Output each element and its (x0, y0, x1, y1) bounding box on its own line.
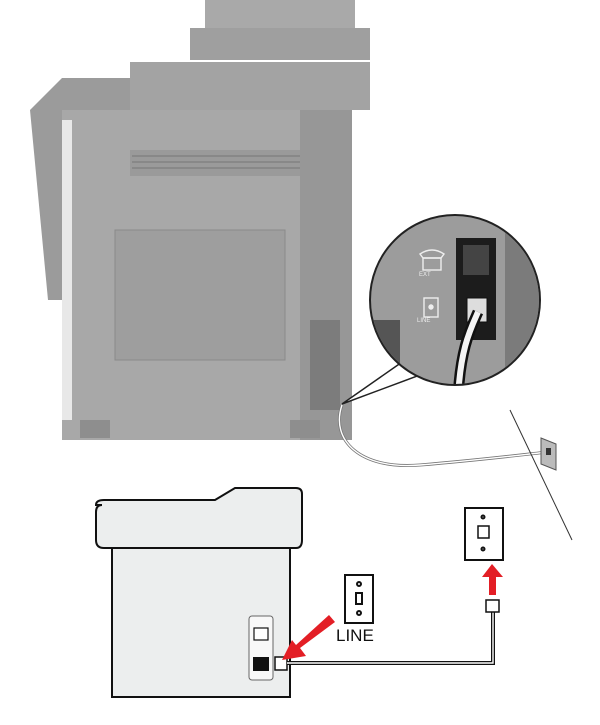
red-arrow-up (482, 564, 503, 595)
ext-phone-icon (418, 249, 446, 271)
plug-icon (485, 599, 500, 613)
printer-diagram (94, 487, 303, 698)
closeup-line-label: LINE (417, 318, 431, 324)
phone-cable (337, 404, 549, 468)
line-port-icon (344, 574, 374, 624)
wall-line (509, 409, 573, 541)
wall-jack-diagram (464, 507, 504, 613)
diagram-cable (287, 612, 495, 665)
ext-port-label: EXT (419, 272, 431, 278)
line-port-label: LINE (336, 626, 374, 645)
wall-jack-photo (540, 437, 557, 471)
printer-rear-view (30, 0, 370, 440)
red-arrow-to-port (282, 615, 335, 660)
closeup-circle (369, 214, 541, 386)
line-wall-icon (423, 297, 439, 318)
